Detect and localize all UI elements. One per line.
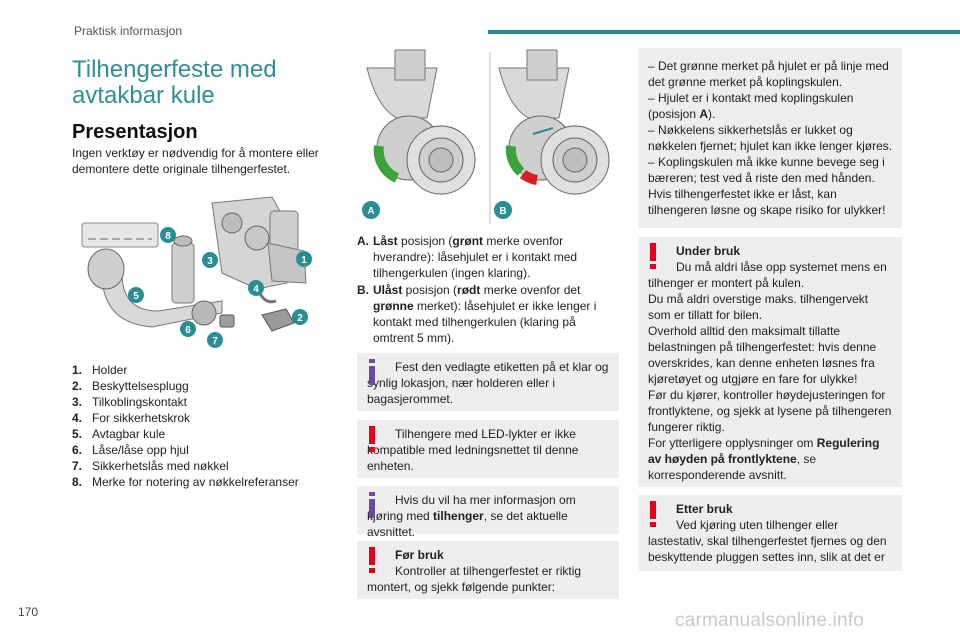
key-reference-label — [81, 222, 159, 248]
callout-8: 8 — [165, 231, 171, 242]
position-a-figure: A — [362, 49, 476, 219]
list-item: 7.Sikkerhetslås med nøkkel — [72, 459, 229, 473]
intro-text: Ingen verktøy er nødvendig for å montere… — [72, 146, 319, 176]
info-icon — [369, 492, 375, 518]
warning-note-during-use: Under bruk Du må aldri låse opp systemet… — [638, 237, 902, 487]
section-title: Tilhengerfeste med avtakbar kule — [72, 56, 277, 109]
info-icon — [369, 359, 375, 385]
check-item: – Hjulet er i kontakt med koplingskulen … — [648, 91, 854, 121]
lock-positions-illustration: A B — [362, 49, 610, 224]
list-item: 5.Avtagbar kule — [72, 427, 166, 441]
warning-note-led: Tilhengere med LED-lykter er ikke kompat… — [357, 420, 619, 478]
list-item: 1.Holder — [72, 363, 128, 377]
watermark: carmanualsonline.info — [675, 610, 865, 631]
protective-plug — [261, 308, 295, 332]
towbar-illustration: 8 1 3 4 5 6 7 2 — [81, 196, 312, 348]
warning-icon — [369, 547, 375, 573]
callouts — [128, 227, 312, 348]
check-item: – Koplingskulen må ikke kunne bevege seg… — [648, 155, 885, 185]
callout-6: 6 — [185, 325, 191, 336]
list-item: 6.Låse/låse opp hjul — [72, 443, 189, 457]
callout-2: 2 — [297, 313, 303, 324]
info-note-towing: Hvis du vil ha mer informasjon om kjørin… — [357, 486, 619, 539]
warning-note-after-use: Etter bruk Ved kjøring uten tilhenger el… — [638, 495, 902, 571]
callout-5: 5 — [133, 291, 139, 302]
list-item: 8.Merke for notering av nøkkelreferanser — [72, 475, 299, 489]
lock-position-list: A. Låst posisjon (grønt merke ovenfor hv… — [357, 233, 619, 347]
check-item: – Nøkkelens sikkerhetslås er lukket og n… — [648, 123, 893, 153]
warning-icon — [650, 243, 656, 269]
check-tail: Hvis tilhengerfestet ikke er låst, kan t… — [648, 187, 886, 217]
checklist-box: – Det grønne merket på hjulet er på linj… — [638, 48, 902, 228]
header-rule — [488, 30, 960, 34]
list-item: B. Ulåst posisjon (rødt merke ovenfor de… — [357, 283, 597, 345]
list-item: A. Låst posisjon (grønt merke ovenfor hv… — [357, 234, 578, 280]
list-item: 4.For sikkerhetskrok — [72, 411, 191, 425]
callout-1: 1 — [301, 255, 307, 266]
warning-note-before-use: Før bruk Kontroller at tilhengerfestet e… — [357, 541, 619, 599]
callout-4: 4 — [253, 284, 259, 295]
label-b: B — [499, 206, 506, 217]
check-item: – Det grønne merket på hjulet er på linj… — [648, 59, 889, 89]
tow-ball — [87, 248, 125, 290]
label-a: A — [367, 206, 374, 217]
list-item: 3.Tilkoblingskontakt — [72, 395, 187, 409]
warning-icon — [369, 426, 375, 452]
info-note-label: Fest den vedlagte etiketten på et klar o… — [357, 353, 619, 411]
warning-icon — [650, 501, 656, 527]
section-subtitle: Presentasjon — [72, 121, 198, 143]
callout-7: 7 — [212, 336, 218, 347]
list-item: 2.Beskyttelsesplugg — [72, 379, 189, 393]
position-b-figure: B — [494, 49, 610, 219]
running-header: Praktisk informasjon — [74, 24, 183, 38]
parts-list: 1.Holder 2.Beskyttelsesplugg 3.Tilkoblin… — [72, 362, 338, 490]
callout-3: 3 — [207, 256, 213, 267]
page-number: 170 — [18, 605, 39, 619]
